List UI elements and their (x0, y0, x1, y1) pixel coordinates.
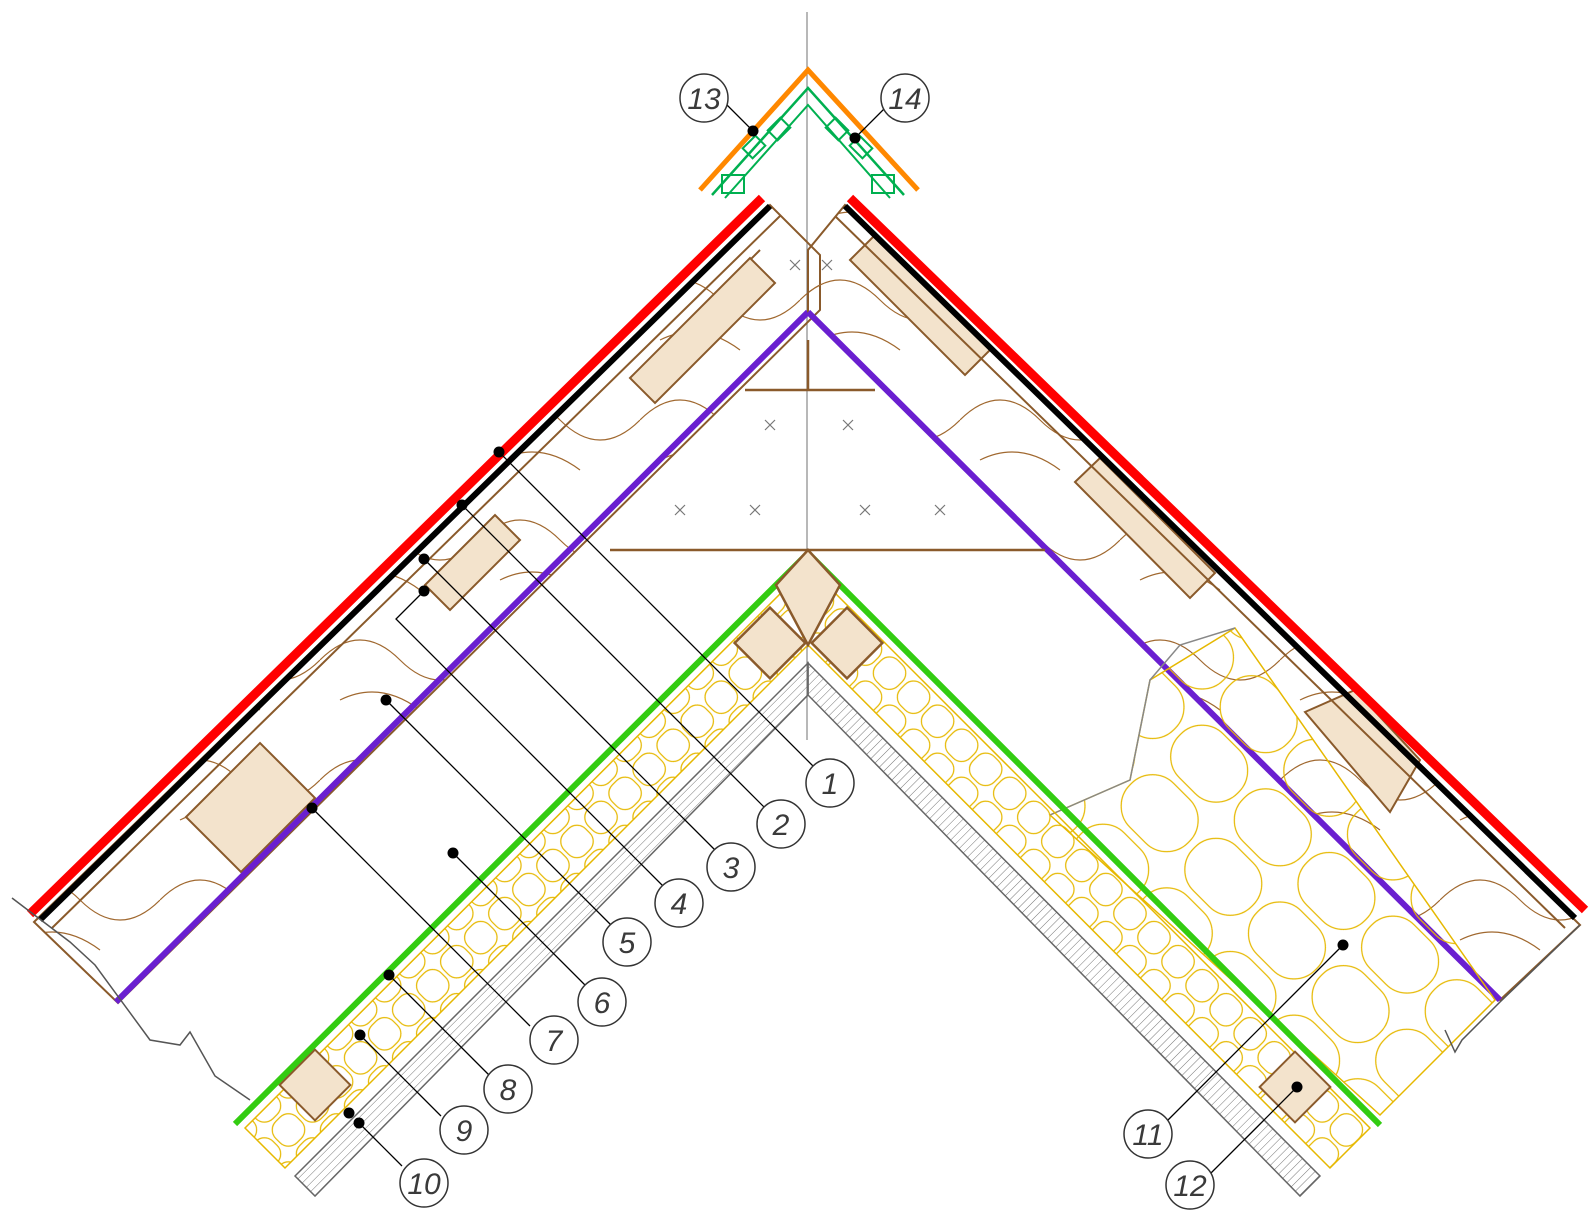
ridge-cap (698, 66, 920, 199)
left-battens (184, 249, 777, 874)
right-green-layer (805, 550, 1383, 1128)
left-break-line (11, 897, 251, 1101)
right-roof-wood-edge (834, 215, 1566, 929)
ridge-cap-orange (698, 66, 920, 192)
right-cutaway-line (1049, 627, 1236, 816)
callout-7-label: 7 (546, 1025, 564, 1058)
leader-dots (306, 125, 1349, 1129)
callout-9: 9 (439, 1105, 489, 1155)
left-roof-red-layer (26, 194, 766, 918)
right-roof-black-layer (842, 203, 1578, 921)
callout-4-label: 4 (671, 888, 688, 921)
callout-5-label: 5 (619, 927, 636, 960)
callout-4: 4 (654, 878, 704, 928)
callout-6-label: 6 (594, 987, 611, 1020)
right-ceiling-board (807, 661, 1322, 1198)
callout-12-label: 12 (1173, 1170, 1207, 1203)
callout-3: 3 (706, 842, 756, 892)
right-break-line (1444, 924, 1581, 1054)
callout-12: 12 (1165, 1160, 1215, 1210)
callout-13-label: 13 (687, 83, 721, 116)
callout-11-label: 11 (1132, 1119, 1163, 1152)
callout-9-label: 9 (456, 1115, 473, 1148)
callout-8: 8 (483, 1064, 533, 1114)
callout-14-label: 14 (888, 83, 921, 116)
right-slope (805, 194, 1589, 1198)
callout-1: 1 (805, 758, 855, 808)
callout-10: 10 (399, 1158, 449, 1208)
callout-14: 14 (880, 73, 930, 123)
callout-2-label: 2 (772, 809, 790, 842)
callout-2: 2 (756, 799, 806, 849)
nail-marks (674, 259, 946, 516)
callout-7: 7 (529, 1015, 579, 1065)
left-purple-membrane (113, 309, 811, 1005)
right-roof-red-layer (846, 194, 1589, 914)
callout-3-label: 3 (723, 852, 740, 885)
left-green-layer (232, 550, 811, 1127)
ridge-cap-green-inner (724, 103, 891, 199)
left-bottom-block (278, 1048, 352, 1122)
ridge-cap-green-outer (711, 86, 905, 196)
callout-6: 6 (577, 977, 627, 1027)
callout-11: 11 (1123, 1109, 1173, 1159)
callout-8-label: 8 (500, 1074, 517, 1107)
left-roof-wood-edge (51, 215, 781, 929)
leader-lines (311, 95, 1344, 1180)
left-slope (11, 194, 821, 1198)
callout-13: 13 (679, 73, 729, 123)
left-roof-black-layer (37, 203, 773, 923)
callout-10-label: 10 (407, 1168, 441, 1201)
callout-1-label: 1 (822, 768, 839, 801)
callout-5: 5 (602, 917, 652, 967)
center-collar (610, 340, 1045, 681)
